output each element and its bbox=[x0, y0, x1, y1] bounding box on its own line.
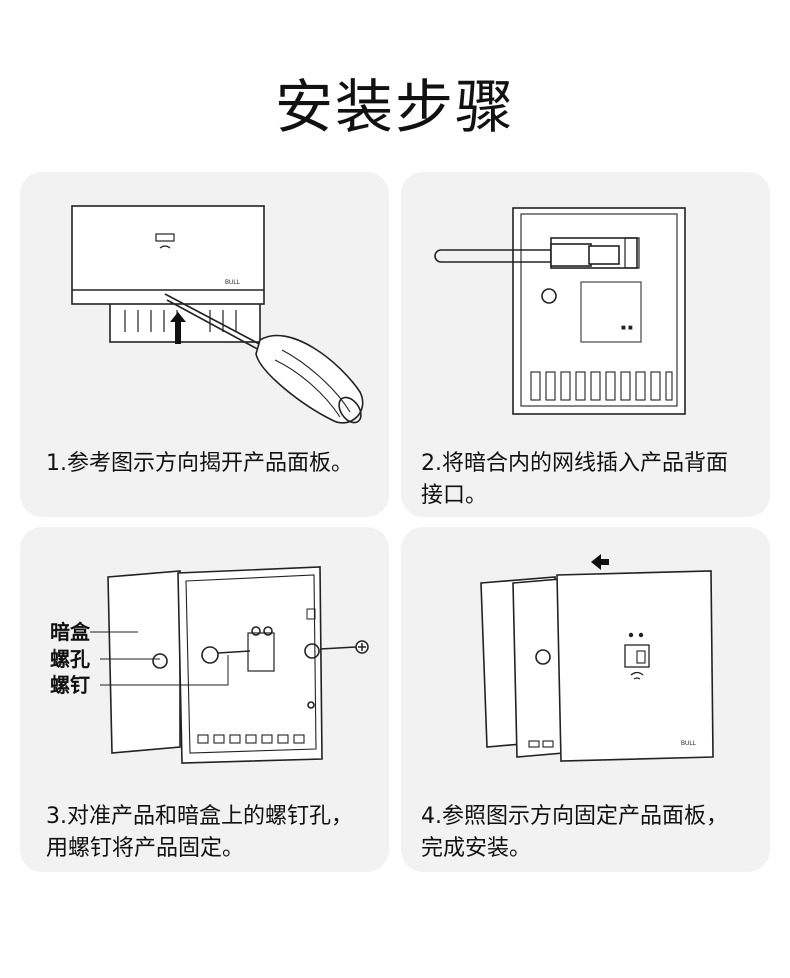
step-card-4: BULL 4.参照图示方向固定产品面板， 完成安装。 bbox=[401, 527, 770, 872]
step-2-caption-line-2: 接口。 bbox=[421, 483, 488, 508]
svg-text:BULL: BULL bbox=[681, 741, 697, 747]
step-2-caption-line-1: 2.将暗合内的网线插入产品背面 bbox=[421, 451, 728, 476]
wifi-icon bbox=[630, 671, 644, 680]
arrow-up-icon bbox=[170, 312, 186, 344]
step-1-caption-line-1: 1.参考图示方向揭开产品面板。 bbox=[46, 451, 353, 476]
label-screw-hole: 螺孔 bbox=[50, 647, 90, 671]
step-card-3: 暗盒 螺孔 螺钉 3.对准产品和暗盒上的螺钉孔， 用螺钉将产品固定。 bbox=[20, 527, 389, 872]
arrow-left-icon bbox=[591, 554, 609, 570]
panel-bottom-slots bbox=[197, 734, 305, 744]
step-4-caption: 4.参照图示方向固定产品面板， 完成安装。 bbox=[421, 801, 761, 865]
step-2-caption: 2.将暗合内的网线插入产品背面 接口。 bbox=[421, 448, 761, 512]
step-4-caption-line-1: 4.参照图示方向固定产品面板， bbox=[421, 804, 728, 829]
screw-icon bbox=[217, 640, 369, 654]
network-cable-icon bbox=[434, 243, 620, 267]
panel-slots bbox=[530, 371, 673, 401]
page-title: 安装步骤 bbox=[274, 73, 515, 141]
screwdriver-icon bbox=[164, 293, 364, 424]
svg-text:BULL: BULL bbox=[225, 280, 241, 286]
step-card-1: BULL 1.参考图示方向揭开产品面板。 bbox=[20, 172, 389, 517]
svg-text:■ ■: ■ ■ bbox=[621, 323, 633, 332]
label-junction-box: 暗盒 bbox=[50, 620, 90, 644]
step-card-2: ■ ■ 2.将暗合内的网线插入产品背面 接口。 bbox=[401, 172, 770, 517]
step-3-caption-line-1: 3.对准产品和暗盒上的螺钉孔， bbox=[46, 804, 353, 829]
label-screw: 螺钉 bbox=[50, 673, 90, 697]
step-1-caption: 1.参考图示方向揭开产品面板。 bbox=[46, 448, 376, 480]
step-3-caption: 3.对准产品和暗盒上的螺钉孔， 用螺钉将产品固定。 bbox=[46, 801, 376, 865]
step-1-illustration: BULL bbox=[71, 205, 364, 424]
step-2-illustration: ■ ■ bbox=[434, 207, 686, 415]
step-4-caption-line-2: 完成安装。 bbox=[421, 836, 532, 861]
step-3-caption-line-2: 用螺钉将产品固定。 bbox=[46, 836, 245, 861]
step-3-illustration bbox=[90, 566, 369, 764]
step-4-illustration: BULL bbox=[480, 554, 714, 762]
